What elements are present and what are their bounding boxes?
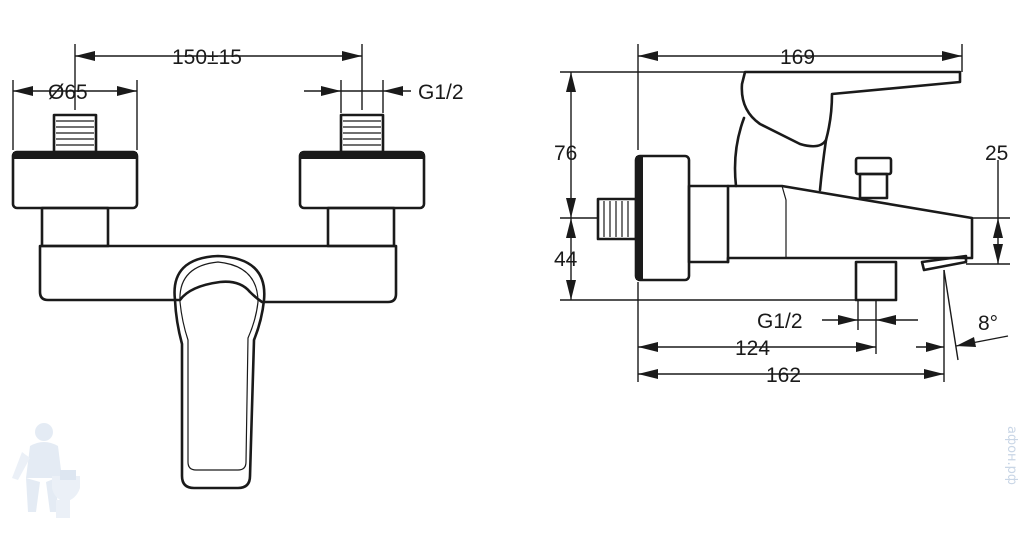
left-stub bbox=[40, 206, 110, 248]
dim-height-upper-label: 76 bbox=[554, 142, 577, 165]
side-rosette-band bbox=[636, 156, 643, 280]
side-eccentric-connector bbox=[596, 197, 638, 241]
left-rosette-top-band bbox=[13, 152, 137, 159]
side-rosette bbox=[634, 154, 691, 282]
side-view: 169 76 44 25 bbox=[554, 44, 1010, 387]
plumber-logo bbox=[12, 423, 80, 518]
dim-total-length-label: 169 bbox=[780, 46, 815, 69]
dim-spout-label: 25 bbox=[985, 142, 1008, 165]
dim-angle-label: 8° bbox=[978, 312, 998, 335]
dim-thread-front-line bbox=[304, 80, 411, 113]
left-eccentric-connector bbox=[52, 113, 98, 154]
dim-reach-label: 162 bbox=[766, 364, 801, 387]
spout-aerator bbox=[920, 254, 968, 272]
bottom-outlet bbox=[854, 260, 898, 302]
dim-total-length-line bbox=[637, 44, 963, 150]
dim-thread-front-label: G1/2 bbox=[418, 81, 464, 104]
dim-height-lower-label: 44 bbox=[554, 248, 578, 271]
dim-angle-line bbox=[916, 269, 1009, 361]
dim-spout-line bbox=[966, 160, 1010, 265]
right-eccentric-connector bbox=[339, 113, 385, 154]
dim-spacing-label: 150±15 bbox=[172, 46, 242, 69]
dim-outlet-line bbox=[637, 282, 876, 382]
dim-outlet-label: 124 bbox=[735, 337, 770, 360]
watermark-text: афон.рф bbox=[1004, 426, 1019, 485]
dim-thread-side-label: G1/2 bbox=[757, 310, 803, 333]
left-rosette bbox=[11, 150, 139, 210]
right-rosette-top-band bbox=[300, 152, 424, 159]
right-rosette bbox=[298, 150, 426, 210]
dim-height-line bbox=[560, 71, 856, 301]
dim-spacing-line bbox=[74, 44, 363, 110]
diverter-knob bbox=[854, 156, 893, 200]
side-cartridge bbox=[733, 116, 828, 192]
right-stub bbox=[326, 206, 396, 248]
dim-thread-side-line bbox=[822, 300, 918, 354]
mixer-body bbox=[38, 244, 398, 304]
side-lever bbox=[740, 70, 962, 148]
dim-reach-line bbox=[638, 270, 945, 382]
dim-diameter-label: Ø65 bbox=[48, 81, 88, 104]
front-view: 150±15 Ø65 G1/2 bbox=[11, 44, 464, 490]
side-body-front bbox=[781, 185, 787, 258]
lever-handle-inner bbox=[179, 261, 259, 471]
dim-diameter-line bbox=[12, 80, 138, 150]
side-mixer-body bbox=[687, 184, 974, 264]
lever-handle bbox=[173, 254, 266, 490]
